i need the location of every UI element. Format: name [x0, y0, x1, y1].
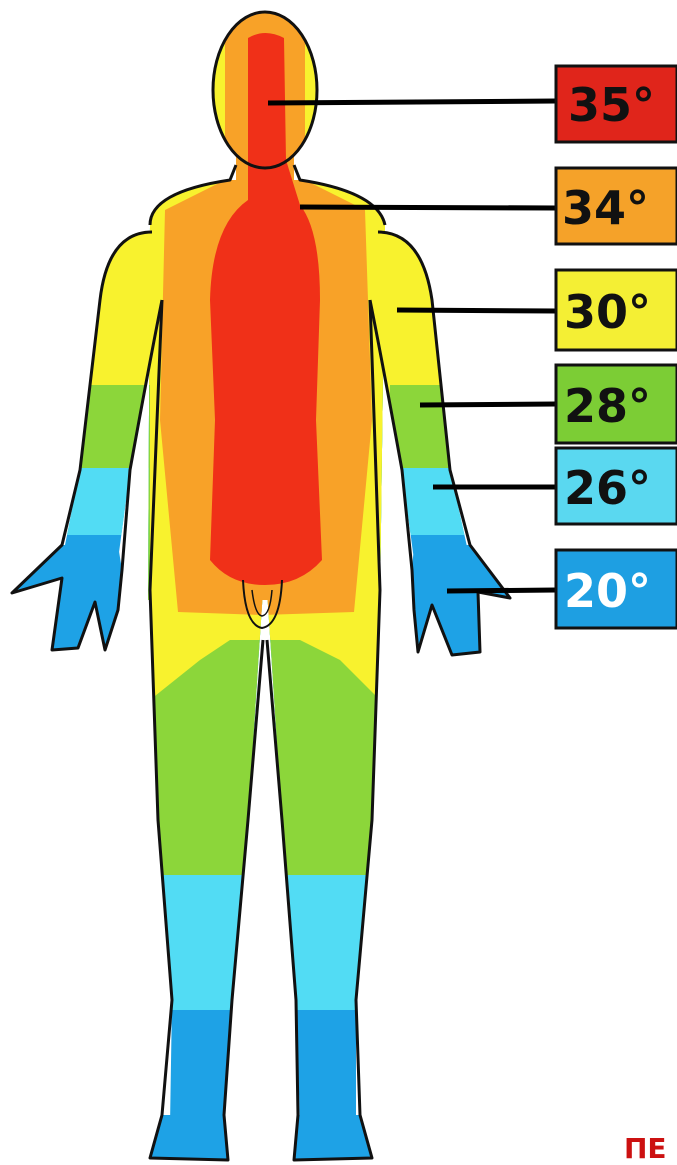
- leader-line-20: [447, 590, 556, 591]
- legend-item-34: 34°: [556, 168, 677, 244]
- legend-item-35: 35°: [556, 66, 677, 142]
- leader-line-28: [420, 404, 556, 405]
- legend-label-30: 30°: [564, 285, 651, 339]
- leader-line-35: [268, 101, 556, 103]
- legend-label-20: 20°: [564, 564, 651, 618]
- temperature-legend: 35° 34° 30° 28° 26° 20°: [556, 66, 677, 628]
- corner-text: ПЕ: [624, 1132, 667, 1165]
- legend-label-26: 26°: [564, 461, 651, 515]
- legend-label-35: 35°: [568, 78, 655, 132]
- legend-label-34: 34°: [562, 181, 649, 235]
- legend-item-30: 30°: [556, 270, 677, 350]
- leader-line-34: [300, 207, 556, 208]
- legend-label-28: 28°: [564, 379, 651, 433]
- legend-item-20: 20°: [556, 550, 677, 628]
- legend-item-28: 28°: [556, 365, 677, 443]
- legend-item-26: 26°: [556, 448, 677, 524]
- leader-line-30: [397, 310, 556, 311]
